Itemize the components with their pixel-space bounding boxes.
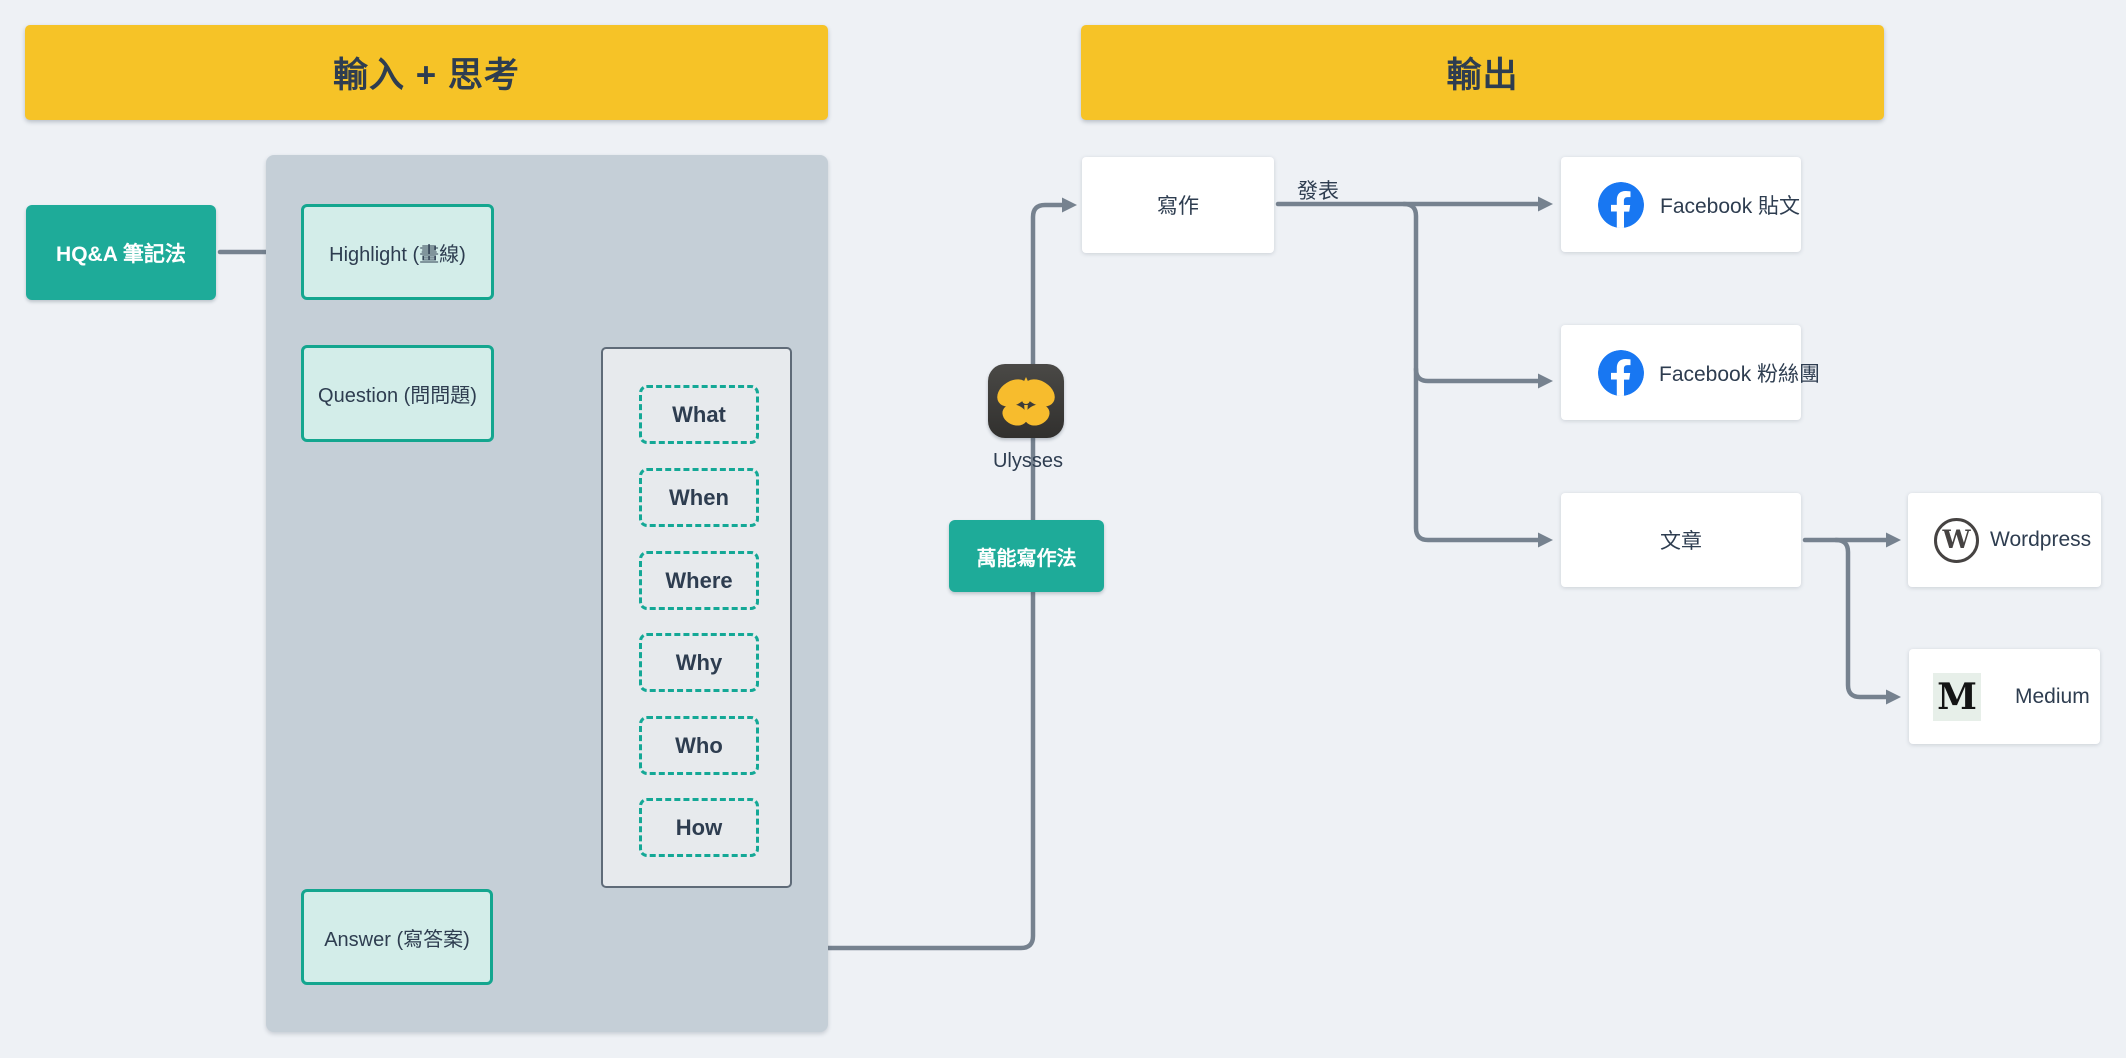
- medium-icon: M: [1933, 672, 1981, 721]
- arrowhead: [1886, 532, 1901, 548]
- node-medium-label: Medium: [2015, 684, 2090, 708]
- medium-icon-letter: M: [1937, 675, 1977, 718]
- node-where-label: Where: [665, 567, 733, 593]
- node-writing-label: 寫作: [1157, 195, 1199, 218]
- node-highlight[interactable]: Highlight (畫線): [301, 204, 494, 300]
- node-who-label: Who: [675, 732, 723, 758]
- edge-branch-article: [1401, 201, 1541, 543]
- node-where[interactable]: Where: [639, 551, 759, 610]
- five-w-one-h-container[interactable]: What When Where Why Who How: [601, 347, 792, 888]
- edge-article-medium: [1833, 537, 1889, 700]
- node-facebook-post[interactable]: Facebook 貼文: [1561, 157, 1801, 252]
- ulysses-app-icon[interactable]: [988, 364, 1064, 438]
- node-how-label: How: [675, 814, 723, 840]
- node-question[interactable]: Question (問問題): [301, 345, 494, 442]
- node-medium[interactable]: M Medium: [1909, 649, 2100, 744]
- node-wordpress-label: Wordpress: [1990, 528, 2092, 551]
- edge-branch-fbgroup: [1413, 366, 1541, 384]
- node-hqa-method-label: HQ&A 筆記法: [56, 242, 186, 266]
- arrowhead: [1062, 197, 1077, 213]
- butterfly-icon: [997, 377, 1055, 426]
- node-why[interactable]: Why: [639, 633, 759, 692]
- node-answer[interactable]: Answer (寫答案): [301, 889, 493, 985]
- node-highlight-label: Highlight (畫線): [329, 243, 466, 266]
- section-header-input[interactable]: 輸入 + 思考: [25, 25, 828, 120]
- facebook-icon: [1598, 181, 1644, 228]
- node-writing-method[interactable]: 萬能寫作法: [949, 520, 1104, 592]
- node-answer-label: Answer (寫答案): [324, 928, 470, 951]
- node-writing-method-label: 萬能寫作法: [976, 547, 1077, 570]
- edge-label-publish[interactable]: 發表: [1283, 177, 1353, 203]
- section-header-output-label: 輸出: [1446, 56, 1519, 95]
- ulysses-label: Ulysses: [958, 448, 1098, 474]
- facebook-icon: [1598, 349, 1644, 396]
- arrowhead: [1538, 196, 1553, 212]
- arrowhead: [1538, 373, 1553, 389]
- node-how[interactable]: How: [639, 798, 759, 857]
- node-article-label: 文章: [1660, 530, 1702, 553]
- wordpress-icon-letter: W: [1942, 524, 1971, 554]
- node-writing[interactable]: 寫作: [1082, 157, 1274, 253]
- edge-label-publish-text: 發表: [1297, 180, 1339, 203]
- node-what-label: What: [672, 401, 726, 427]
- node-facebook-group[interactable]: Facebook 粉絲團: [1561, 325, 1820, 420]
- node-hqa-method[interactable]: HQ&A 筆記法: [26, 205, 216, 300]
- arrowhead: [1538, 532, 1553, 548]
- wordpress-icon: W: [1934, 517, 1979, 563]
- node-facebook-group-label: Facebook 粉絲團: [1659, 362, 1821, 386]
- section-header-output[interactable]: 輸出: [1081, 25, 1884, 120]
- node-article[interactable]: 文章: [1561, 493, 1801, 587]
- node-question-label: Question (問問題): [318, 385, 477, 407]
- ulysses-label-text: Ulysses: [992, 449, 1063, 472]
- node-when-label: When: [669, 484, 729, 510]
- node-when[interactable]: When: [639, 468, 759, 527]
- node-why-label: Why: [675, 649, 723, 675]
- node-what[interactable]: What: [639, 385, 759, 444]
- node-wordpress[interactable]: W Wordpress: [1908, 493, 2101, 587]
- node-who[interactable]: Who: [639, 716, 759, 775]
- node-facebook-post-label: Facebook 貼文: [1660, 194, 1801, 218]
- arrowhead: [1886, 689, 1901, 705]
- section-header-input-label: 輸入 + 思考: [333, 56, 520, 95]
